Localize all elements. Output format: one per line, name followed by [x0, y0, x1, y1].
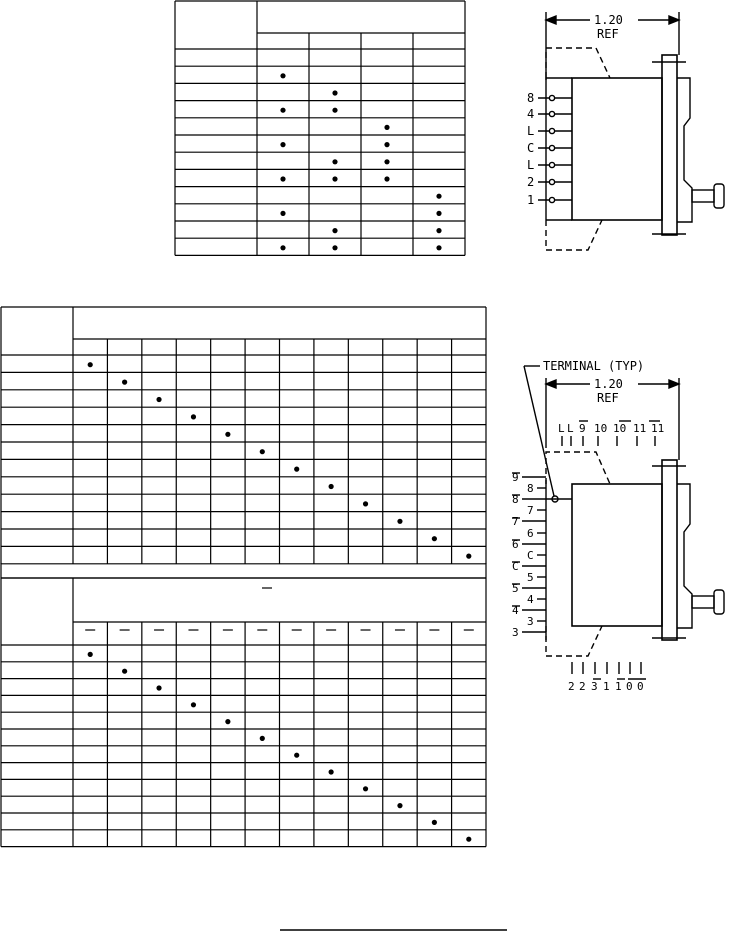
contact-dot [156, 685, 162, 691]
contact-dot [384, 176, 390, 182]
contact-dot [384, 124, 390, 130]
contact-dot [87, 362, 93, 368]
mid-table [0, 306, 487, 579]
contact-dot [362, 501, 369, 507]
contact-dot [332, 245, 338, 251]
contact-dot [122, 668, 128, 674]
top-terminal-label: L [567, 422, 574, 435]
left-terminal-label: 6 [527, 527, 534, 540]
top-terminal-label: 9 [579, 422, 586, 435]
contact-dot [466, 836, 472, 842]
contact-dot [332, 159, 338, 165]
terminal-label: C [527, 141, 534, 155]
contact-dot [431, 819, 437, 826]
contact-dot [259, 735, 265, 742]
terminal-pin [548, 161, 556, 169]
terminal-pin [548, 94, 556, 102]
left-terminal-label: 4 [527, 593, 534, 606]
contact-dot [332, 228, 338, 234]
terminal-callout: TERMINAL (TYP) [543, 359, 644, 373]
contact-dot [397, 803, 403, 809]
left-terminal-label: 9 [512, 471, 519, 484]
left-terminal-label: 3 [527, 615, 534, 628]
bottom-table [0, 577, 487, 848]
top-terminal-label: 10 [594, 422, 607, 435]
terminal-label: 4 [527, 107, 534, 121]
bottom-terminal-label: 2 [579, 680, 586, 693]
contact-dot [122, 379, 128, 385]
left-terminal-label: C [527, 549, 534, 562]
contact-dot [436, 193, 442, 199]
contact-dot [259, 449, 265, 455]
left-terminal-label: 7 [527, 504, 534, 517]
relay-diagram-bottom [512, 365, 725, 680]
terminal-pin [548, 144, 556, 152]
bottom-terminal-label: 1 [615, 680, 622, 693]
contact-dot [384, 159, 390, 165]
top-terminal-label: L [558, 422, 565, 435]
terminal-pin [548, 110, 556, 118]
left-terminal-label: 5 [512, 582, 519, 595]
bottom-terminal-label: 2 [568, 680, 575, 693]
relay-diagram-top [538, 12, 725, 251]
contact-dot [328, 483, 334, 490]
left-terminal-label: 7 [512, 515, 519, 528]
contact-dot [436, 228, 442, 234]
contact-dot [280, 107, 286, 113]
contact-dot [436, 245, 442, 251]
contact-dot [225, 431, 231, 437]
top-terminal-label: 10 [613, 422, 626, 435]
contact-dot [87, 651, 93, 658]
contact-dot [384, 142, 390, 148]
top-terminal-label: 11 [651, 422, 664, 435]
left-terminal-label: 6 [512, 538, 519, 551]
contact-dot [280, 210, 286, 216]
bottom-terminal-label: 1 [603, 680, 610, 693]
contact-dot [156, 396, 162, 403]
top-table [174, 0, 466, 256]
terminal-label: 8 [527, 91, 534, 105]
contact-dot [466, 553, 472, 559]
contact-dot [397, 518, 403, 524]
contact-dot [332, 90, 338, 96]
contact-dot [294, 466, 300, 472]
terminal-pin [548, 196, 556, 204]
contact-dot [436, 210, 442, 216]
terminal-pin [548, 178, 556, 186]
contact-dot [225, 719, 231, 725]
contact-dot [190, 414, 197, 420]
bottom-terminal-label: 3 [591, 680, 598, 693]
top-dimension-label: 1.20 [594, 13, 623, 27]
contact-dot [294, 752, 300, 758]
left-terminal-label: C [512, 560, 519, 573]
bottom-ref-label: REF [597, 391, 619, 405]
contact-dot [280, 142, 286, 148]
terminal-label: L [527, 158, 534, 172]
contact-dot [431, 536, 437, 542]
contact-dot [190, 702, 197, 708]
left-terminal-label: 3 [512, 626, 519, 639]
contact-dot [280, 73, 286, 79]
contact-dot [328, 769, 334, 775]
left-terminal-label: 4 [512, 604, 519, 617]
contact-dot [332, 107, 338, 113]
left-terminal-label: 8 [512, 493, 519, 506]
contact-dot [280, 245, 286, 251]
terminal-label: L [527, 124, 534, 138]
terminal-label: 2 [527, 175, 534, 189]
top-ref-label: REF [597, 27, 619, 41]
left-terminal-label: 8 [527, 482, 534, 495]
terminal-label: 1 [527, 193, 534, 207]
terminal-pin [548, 127, 556, 135]
left-terminal-label: 5 [527, 571, 534, 584]
contact-dot [362, 786, 369, 792]
bottom-terminal-label: 0 [637, 680, 644, 693]
contact-dot [332, 176, 338, 182]
bottom-dimension-label: 1.20 [594, 377, 623, 391]
contact-dot [280, 176, 286, 182]
bottom-terminal-label: 0 [626, 680, 633, 693]
top-terminal-label: 11 [633, 422, 646, 435]
